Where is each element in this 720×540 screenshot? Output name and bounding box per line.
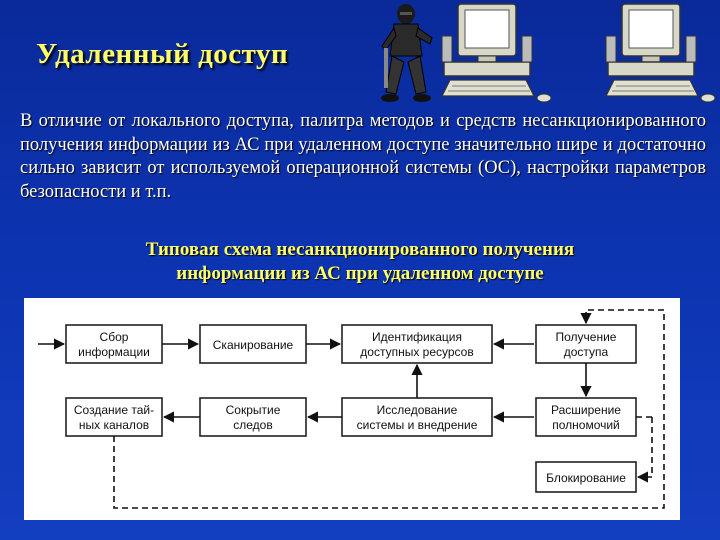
intro-paragraph: В отличие от локального доступа, палитра… <box>20 111 706 202</box>
desktop-computer-icon <box>440 2 552 111</box>
box-hidden-channels: Создание тай- ных каналов <box>65 397 163 437</box>
box-hidden-channels-line-1: Создание тай- <box>74 403 154 417</box>
box-blocking-line-1: Блокирование <box>546 471 626 485</box>
box-system-research: Исследование системы и внедрение <box>341 397 493 437</box>
diagram-caption-line-1: Типовая схема несанкционированного получ… <box>145 239 575 260</box>
diagram-caption-line-2: информации из АС при удаленном доступе <box>176 263 544 284</box>
hacker-figure-icon <box>376 2 438 111</box>
box-info-collection-line-2: информации <box>78 345 150 359</box>
box-scanning: Сканирование <box>199 324 307 364</box>
box-privilege-escalation: Расширение полномочий <box>535 397 637 437</box>
dashed-escalation-to-blocking <box>636 417 653 483</box>
box-hiding-traces-line-2: следов <box>233 418 272 432</box>
box-gaining-access-line-2: доступа <box>564 345 609 359</box>
process-flow-diagram: Сбор информации Сканирование Идентификац… <box>38 309 665 509</box>
feedback-paths <box>113 309 665 509</box>
slide-title: Удаленный доступ <box>36 38 289 70</box>
flow-arrows <box>38 338 592 423</box>
diagram-panel: Сбор информации Сканирование Идентификац… <box>24 298 680 520</box>
box-system-research-line-1: Исследование <box>377 403 458 417</box>
box-hiding-traces-line-1: Сокрытие <box>226 403 281 417</box>
box-hidden-channels-line-2: ных каналов <box>79 418 149 432</box>
box-gaining-access-line-1: Получение <box>556 330 617 344</box>
box-identification-line-1: Идентификация <box>372 330 462 344</box>
box-info-collection-line-1: Сбор <box>100 330 129 344</box>
box-system-research-line-2: системы и внедрение <box>357 418 478 432</box>
box-info-collection: Сбор информации <box>65 324 163 364</box>
box-privilege-escalation-line-1: Расширение <box>551 403 621 417</box>
box-scanning-line-1: Сканирование <box>213 338 294 352</box>
diagram-caption: Типовая схема несанкционированного получ… <box>40 238 680 286</box>
box-gaining-access: Получение доступа <box>535 324 637 364</box>
box-privilege-escalation-line-2: полномочий <box>552 418 620 432</box>
desktop-computer-icon <box>596 2 716 111</box>
dashed-loop-to-access <box>113 309 665 509</box>
box-blocking: Блокирование <box>535 461 637 493</box>
box-identification: Идентификация доступных ресурсов <box>341 324 493 364</box>
box-identification-line-2: доступных ресурсов <box>360 345 473 359</box>
box-hiding-traces: Сокрытие следов <box>199 397 307 437</box>
